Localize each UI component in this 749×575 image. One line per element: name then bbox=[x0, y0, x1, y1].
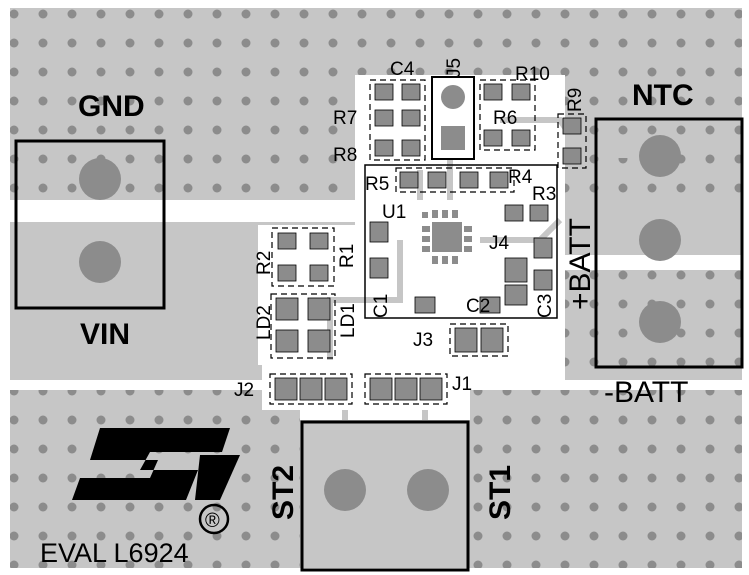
connector-status bbox=[300, 420, 470, 572]
j1-label: J1 bbox=[452, 374, 472, 395]
st2-label: ST2 bbox=[267, 465, 300, 520]
r1-label: R1 bbox=[337, 244, 358, 268]
batt-plus-label: +BATT bbox=[564, 218, 597, 310]
u1-outline bbox=[364, 164, 558, 319]
c1-label: C1 bbox=[371, 294, 392, 318]
ntc-pad bbox=[639, 135, 681, 177]
gnd-pad bbox=[79, 158, 121, 200]
silkscreen-frames bbox=[269, 79, 587, 405]
vin-label: VIN bbox=[80, 318, 130, 351]
c2-label: C2 bbox=[466, 296, 490, 317]
board-title: EVAL L6924 bbox=[40, 538, 189, 568]
j5-pad-round bbox=[441, 85, 465, 109]
connector-battery bbox=[594, 117, 744, 369]
j5-outline bbox=[431, 76, 475, 160]
c4-label: C4 bbox=[390, 59, 415, 80]
r7-label: R7 bbox=[333, 108, 357, 129]
connector-input bbox=[14, 139, 166, 310]
ld2-label: LD2 bbox=[254, 305, 275, 340]
ld1-label: LD1 bbox=[338, 303, 359, 338]
j5-pad-square bbox=[441, 126, 465, 150]
gnd-label: GND bbox=[78, 90, 145, 123]
batt-minus-label: -BATT bbox=[604, 376, 688, 409]
r5-label: R5 bbox=[365, 174, 389, 195]
registered-mark: ® bbox=[205, 510, 220, 532]
ic-u1 bbox=[422, 210, 472, 264]
st1-label: ST1 bbox=[484, 465, 517, 520]
j2-label: J2 bbox=[234, 380, 254, 401]
ntc-label: NTC bbox=[632, 79, 694, 112]
j3-label: J3 bbox=[413, 330, 433, 351]
r2-label: R2 bbox=[254, 251, 275, 275]
j4-label: J4 bbox=[489, 233, 510, 254]
st1-pad bbox=[407, 469, 449, 511]
r6-label: R6 bbox=[493, 108, 517, 129]
r3-label: R3 bbox=[532, 184, 556, 205]
st-logo bbox=[72, 428, 240, 535]
registered-mark-circle bbox=[198, 503, 230, 535]
j5-label: J5 bbox=[444, 58, 465, 78]
u1-label: U1 bbox=[382, 202, 406, 223]
r9-label: R9 bbox=[565, 88, 586, 112]
c3-label: C3 bbox=[535, 294, 556, 318]
r8-label: R8 bbox=[333, 145, 357, 166]
st2-pad bbox=[324, 469, 366, 511]
r10-label: R10 bbox=[515, 64, 550, 85]
r4-label: R4 bbox=[508, 167, 533, 188]
vin-pad bbox=[79, 241, 121, 283]
batt-plus-pad bbox=[639, 219, 681, 261]
batt-minus-pad bbox=[639, 301, 681, 343]
smd-pads bbox=[274, 83, 582, 401]
